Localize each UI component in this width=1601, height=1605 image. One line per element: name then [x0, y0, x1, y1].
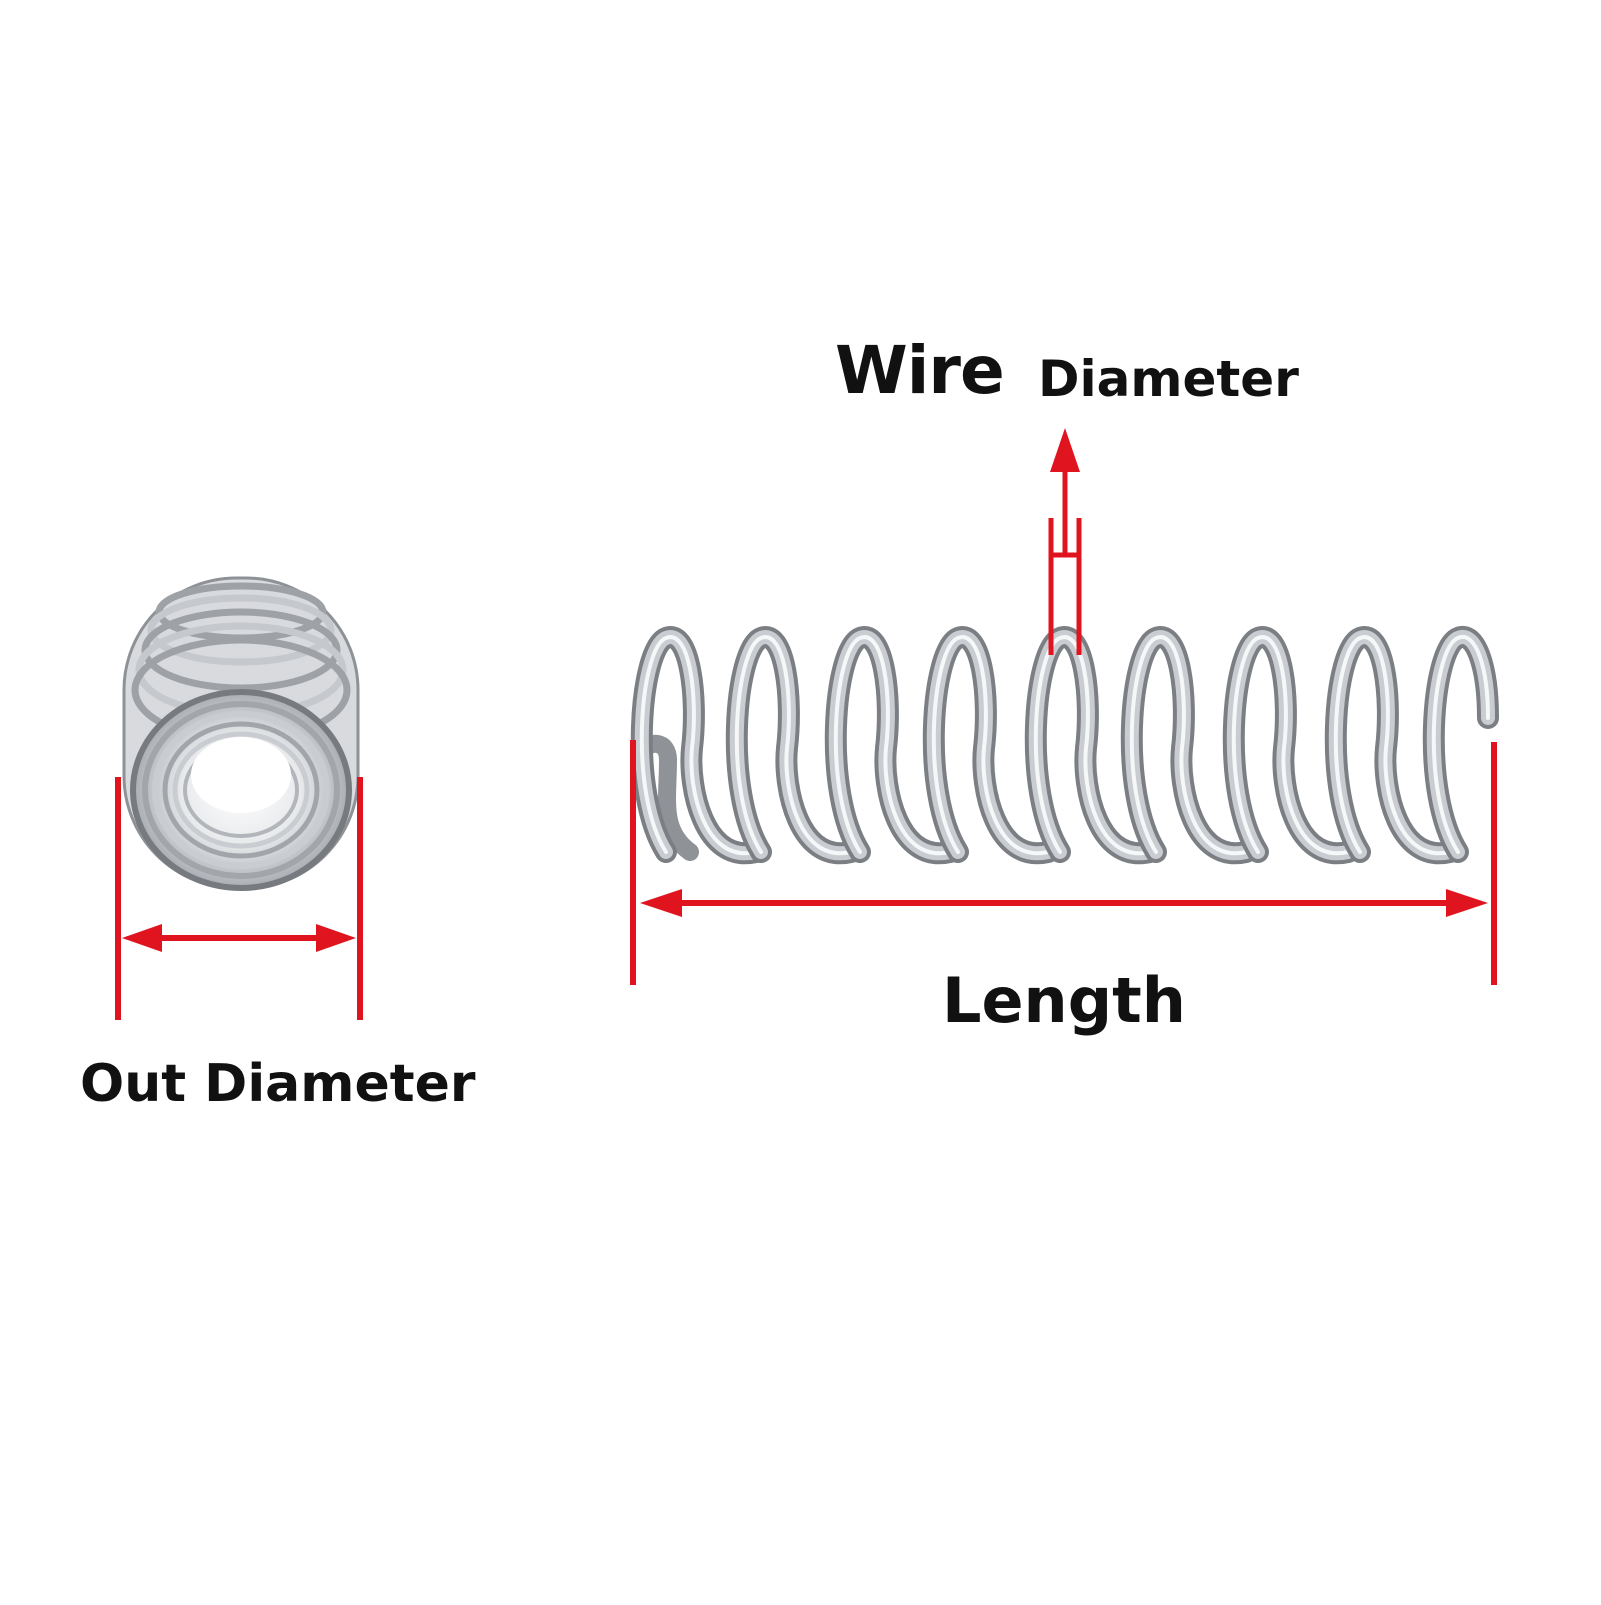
wire-diameter-dimension — [1048, 428, 1082, 655]
wire-diameter-arrowhead — [1050, 428, 1080, 472]
spring-coil-highlight — [1231, 635, 1350, 856]
spring-coil-highlight — [833, 635, 952, 856]
spring-end-inner-rings — [142, 701, 340, 879]
spring-coil-highlight — [639, 635, 758, 856]
spring-coil-highlight — [1333, 635, 1452, 856]
length-right-arrowhead — [1446, 889, 1488, 917]
length-left-arrowhead — [640, 889, 682, 917]
out-diameter-left-arrowhead — [122, 924, 162, 952]
out-diameter-label: Out Diameter — [80, 1054, 476, 1114]
spring-coil-highlight — [1431, 634, 1490, 854]
spring-coil-highlight — [1033, 635, 1152, 856]
out-diameter-right-arrowhead — [316, 924, 356, 952]
wire-diameter-label: Diameter — [1038, 350, 1299, 408]
out-diameter-dimension — [115, 777, 363, 1020]
spring-coil-highlight — [1129, 635, 1248, 856]
spring-coil-highlight — [931, 635, 1050, 856]
spring-end-coils — [131, 582, 351, 744]
length-dimension — [630, 740, 1497, 985]
spring-coil-highlight — [734, 635, 853, 856]
compression-spring-side-view — [630, 626, 1499, 865]
wire-label: Wire — [835, 332, 1005, 409]
spring-end-center — [191, 737, 291, 813]
length-label: Length — [942, 964, 1186, 1037]
compression-spring-end-view — [122, 576, 360, 891]
